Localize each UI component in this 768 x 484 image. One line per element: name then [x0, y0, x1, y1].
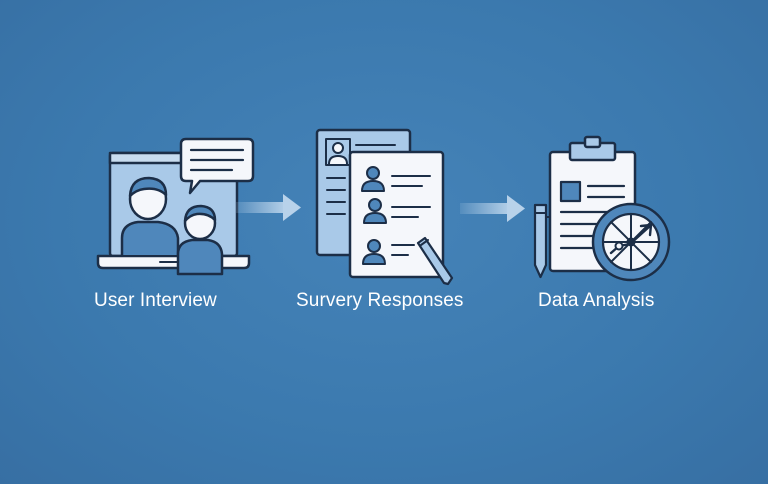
- arrow-right-icon: [460, 195, 525, 222]
- arrow-right-icon: [236, 194, 301, 221]
- step-label-data-analysis: Data Analysis: [538, 290, 655, 311]
- video-interview-icon: [96, 137, 255, 276]
- step-label-survey-responses: Survery Responses: [296, 290, 464, 311]
- clipboard-analysis-icon: [533, 135, 671, 282]
- survey-forms-icon: [315, 128, 454, 286]
- step-label-user-interview: User Interview: [94, 290, 217, 311]
